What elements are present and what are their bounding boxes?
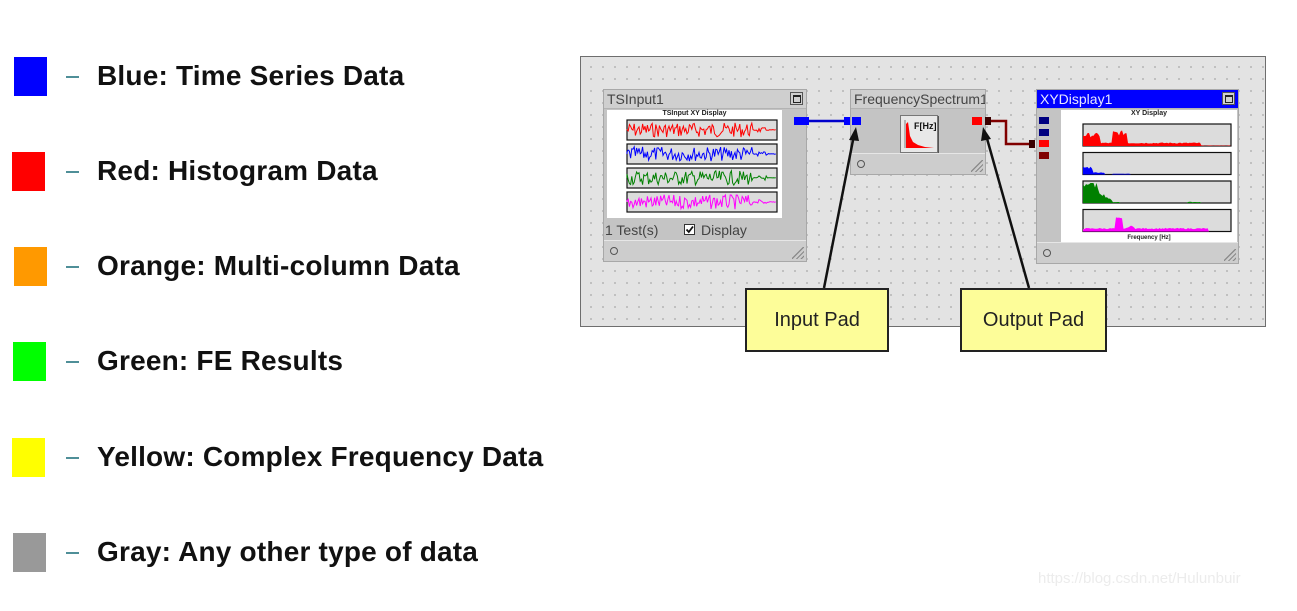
dash <box>66 552 79 554</box>
spectrum-glyph-icon: F[Hz] <box>904 120 937 148</box>
legend-item-orange: Orange: Multi-column Data <box>14 247 634 287</box>
tsinput-title-bar[interactable]: TSInput1 <box>604 90 806 109</box>
maximize-icon[interactable] <box>1222 92 1235 105</box>
legend-item-blue: Blue: Time Series Data <box>14 57 634 97</box>
frequency-spectrum-footer <box>851 153 985 174</box>
dash <box>66 266 79 268</box>
spectrum-trace <box>1083 217 1231 232</box>
frequency-spectrum-title-bar[interactable]: FrequencySpectrum1 <box>851 90 985 109</box>
tsinput-footer <box>604 240 806 261</box>
connector-end <box>1029 140 1035 148</box>
workflow-canvas[interactable]: TSInput1 TSInput XY Display 1 Test(s) Di… <box>580 56 1266 327</box>
resize-grip-icon[interactable] <box>971 160 983 172</box>
f-hz-label: F[Hz] <box>914 121 937 131</box>
time-series-trace <box>626 145 776 163</box>
resize-grip-icon[interactable] <box>792 247 804 259</box>
input-pad-callout: Input Pad <box>745 288 889 352</box>
spectrum-trace <box>1083 183 1231 203</box>
frequency-spectrum-node[interactable]: FrequencySpectrum1 F[Hz] <box>850 89 986 175</box>
xydisplay-node[interactable]: XYDisplay1 XY Display Frequency [Hz] <box>1036 89 1239 264</box>
display-label: Display <box>701 222 747 238</box>
red-swatch <box>12 152 45 191</box>
tsinput-traces <box>626 119 778 213</box>
time-series-trace <box>626 121 776 138</box>
legend-item-gray: Gray: Any other type of data <box>13 533 634 573</box>
dash <box>66 76 79 78</box>
gray-swatch <box>13 533 46 572</box>
watermark: https://blog.csdn.net/Hulunbuir <box>1038 570 1241 587</box>
output-pad-callout: Output Pad <box>960 288 1107 352</box>
output-pad-callout-label: Output Pad <box>982 308 1085 331</box>
tsinput-plot-title: TSInput XY Display <box>662 110 727 117</box>
dash <box>66 361 79 363</box>
frequency-spectrum-icon[interactable]: F[Hz] <box>900 115 938 153</box>
xydisplay-footer <box>1037 242 1238 263</box>
tests-count: 1 Test(s) <box>605 222 659 238</box>
spectrum-trace <box>1083 130 1231 146</box>
spectrum-frame <box>1082 208 1232 233</box>
xydisplay-plot: XY Display Frequency [Hz] <box>1061 110 1237 244</box>
spectrum-frame <box>1082 151 1232 176</box>
dash <box>66 457 79 459</box>
maroon-connection-line[interactable] <box>991 119 1029 146</box>
blue-swatch <box>14 57 47 96</box>
time-series-trace <box>626 169 776 187</box>
pin-icon[interactable] <box>610 247 618 255</box>
legend-label: Yellow: Complex Frequency Data <box>97 441 544 472</box>
legend-label: Blue: Time Series Data <box>97 60 405 91</box>
output-pad-arrow-line <box>984 134 1031 289</box>
green-swatch <box>13 342 46 381</box>
xydisplay-plot-title: XY Display <box>1130 110 1168 117</box>
tsinput-title: TSInput1 <box>607 91 664 107</box>
spectrum-trace <box>1083 166 1231 175</box>
xydisplay-title: XYDisplay1 <box>1040 91 1113 107</box>
yellow-swatch <box>12 438 45 477</box>
orange-swatch <box>14 247 47 286</box>
frequency-spectrum-title: FrequencySpectrum1 <box>854 91 985 107</box>
checkmark-icon <box>685 225 694 234</box>
xydisplay-xlabel: Frequency [Hz] <box>1127 235 1171 241</box>
maximize-icon[interactable] <box>790 92 803 105</box>
legend-item-red: Red: Histogram Data <box>12 152 634 192</box>
input-pad-callout-label: Input Pad <box>774 308 860 331</box>
resize-grip-icon[interactable] <box>1224 249 1236 261</box>
tsinput-plot: TSInput XY Display <box>607 110 782 218</box>
tsinput-node[interactable]: TSInput1 TSInput XY Display 1 Test(s) Di… <box>603 89 807 262</box>
display-checkbox[interactable] <box>684 224 695 235</box>
legend-label: Green: FE Results <box>97 345 344 376</box>
time-series-trace <box>626 193 776 211</box>
legend-item-green: Green: FE Results <box>13 342 634 382</box>
dash <box>66 171 79 173</box>
legend-label: Red: Histogram Data <box>97 155 378 186</box>
pin-icon[interactable] <box>857 160 865 168</box>
xydisplay-traces <box>1082 123 1232 233</box>
xydisplay-title-bar[interactable]: XYDisplay1 <box>1037 90 1238 109</box>
legend-item-yellow: Yellow: Complex Frequency Data <box>12 438 634 478</box>
pin-icon[interactable] <box>1043 249 1051 257</box>
legend-label: Gray: Any other type of data <box>97 536 479 567</box>
legend-label: Orange: Multi-column Data <box>97 250 460 281</box>
